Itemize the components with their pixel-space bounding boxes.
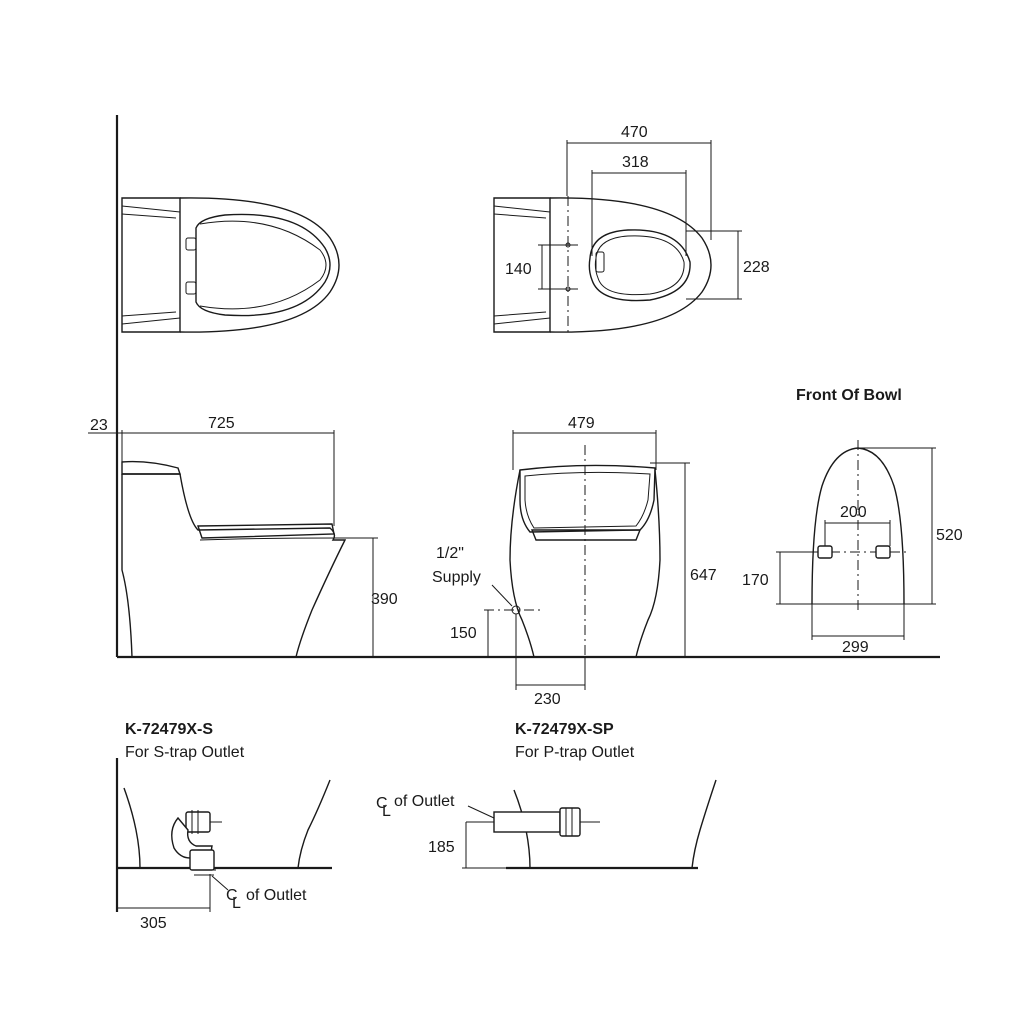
dim-725-label: 725 [208, 415, 235, 432]
dimension-318: 318 [591, 154, 687, 256]
dimension-520: 520 [858, 447, 963, 605]
supply-size-label: 1/2" [436, 545, 464, 562]
dim-228-label: 228 [743, 259, 770, 276]
p-trap-detail [466, 779, 717, 870]
model-s-title: K-72479X-S [125, 721, 213, 738]
dimension-305: 305 [117, 907, 210, 932]
side-view [121, 460, 347, 658]
dimension-23: 23 [88, 417, 123, 434]
cl-symbol-p: C [376, 795, 388, 812]
dim-185-label: 185 [428, 839, 455, 856]
top-view-left [121, 197, 340, 333]
dim-520-label: 520 [936, 527, 963, 544]
cl-outlet-p-text: of Outlet [394, 793, 455, 810]
top-view-right [493, 196, 712, 336]
front-of-bowl-title: Front Of Bowl [796, 387, 902, 404]
dim-200-label: 200 [840, 504, 867, 521]
dimension-647: 647 [650, 462, 717, 657]
dimension-479: 479 [512, 415, 657, 470]
front-of-bowl-view [806, 440, 910, 612]
front-view [509, 445, 661, 660]
dimension-185: 185 [428, 822, 506, 869]
cl-outlet-p-label: C L of Outlet [376, 793, 455, 820]
cl-symbol-p-l: L [382, 803, 391, 820]
supply-label: Supply [432, 569, 481, 586]
dim-390-label: 390 [371, 591, 398, 608]
model-sp-desc: For P-trap Outlet [515, 744, 635, 761]
model-sp-title: K-72479X-SP [515, 721, 614, 738]
dimension-470: 470 [566, 124, 712, 240]
s-trap-detail [115, 758, 332, 912]
dimension-725: 725 [121, 415, 335, 526]
dimension-170: 170 [742, 551, 818, 605]
model-s-desc: For S-trap Outlet [125, 744, 245, 761]
supply-callout: 1/2" Supply [432, 545, 513, 607]
cl-outlet-s-label: C L of Outlet [226, 887, 307, 912]
dim-150-label: 150 [450, 625, 477, 642]
dimension-140: 140 [505, 244, 560, 290]
dimension-150: 150 [450, 609, 540, 657]
dim-23-label: 23 [90, 417, 108, 434]
dimension-200: 200 [824, 504, 891, 546]
dim-299-label: 299 [842, 639, 869, 656]
dimension-299: 299 [811, 604, 905, 656]
cl-outlet-s-text: of Outlet [246, 887, 307, 904]
dim-140-label: 140 [505, 261, 532, 278]
dimension-228: 228 [686, 230, 770, 300]
dim-305-label: 305 [140, 915, 167, 932]
cl-symbol-s: C [226, 887, 238, 904]
dimension-230: 230 [515, 614, 586, 708]
cl-symbol-s-l: L [232, 895, 241, 912]
dim-479-label: 479 [568, 415, 595, 432]
dim-470-label: 470 [621, 124, 648, 141]
dim-318-label: 318 [622, 154, 649, 171]
dim-647-label: 647 [690, 567, 717, 584]
dim-170-label: 170 [742, 572, 769, 589]
dim-230-label: 230 [534, 691, 561, 708]
dimension-390: 390 [340, 537, 398, 657]
